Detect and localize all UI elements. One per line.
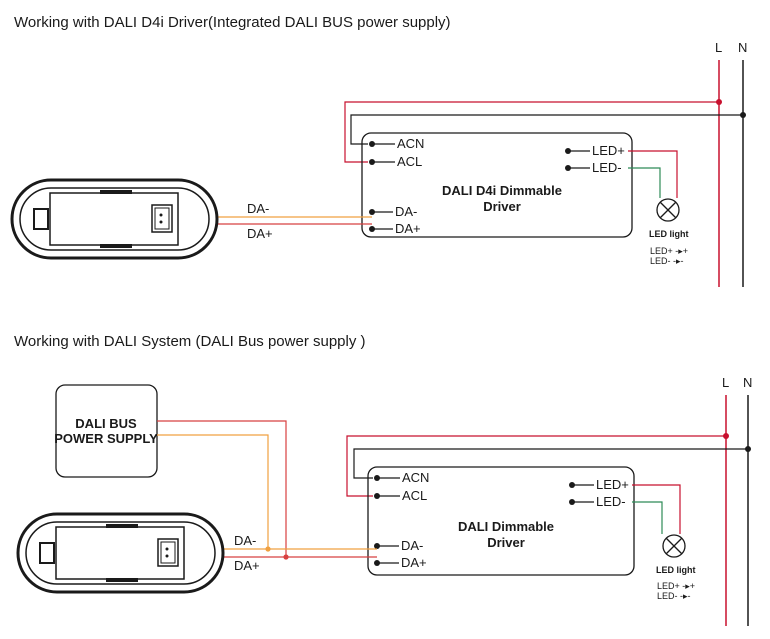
da-minus-label: DA- [401,538,423,553]
bus-power-supply-box [55,384,158,478]
led-plus-wire [628,150,678,198]
driver-name-line2: Driver [487,535,525,550]
mains-n-label: N [738,40,747,55]
driver-box [367,466,635,576]
wall-controller-icon [10,178,219,260]
wire-da-minus-label: DA- [247,201,269,216]
diagram-title: Working with DALI System (DALI Bus power… [14,333,366,350]
diagram-dali-system: Working with DALI System (DALI Bus power… [14,333,752,626]
bus-da-minus-wire [157,434,269,549]
mains-l-label: L [715,40,722,55]
l-junction [716,99,722,105]
led-lamp-icon [662,534,686,558]
acn-label: ACN [397,136,424,151]
led-minus-label: LED- [592,160,622,175]
led-legend-plus: LED+ -▸+ [657,581,695,591]
led-legend-minus: LED- -▸- [650,256,684,266]
da-plus-label: DA+ [401,555,427,570]
led-light-label: LED light [649,229,689,239]
da-plus-label: DA+ [395,221,421,236]
driver-box [361,132,633,238]
wire-da-plus-label: DA+ [247,226,273,241]
bus-power-supply-line2: POWER SUPPLY [54,431,158,446]
led-plus-label: LED+ [592,143,625,158]
mains-n-label: N [743,375,752,390]
da-minus-junction [265,546,271,552]
acn-wire [353,448,748,479]
bus-power-supply-line1: DALI BUS [75,416,137,431]
driver-name-line1: DALI Dimmable [458,519,554,534]
led-minus-wire [628,167,661,198]
led-light-label: LED light [656,565,696,575]
acl-wire [344,101,719,163]
acl-label: ACL [397,154,422,169]
acn-wire [350,114,743,145]
wire-da-minus-label: DA- [234,533,256,548]
wire-da-plus-label: DA+ [234,558,260,573]
driver-name-line1: DALI D4i Dimmable [442,183,562,198]
led-plus-label: LED+ [596,477,629,492]
acn-label: ACN [402,470,429,485]
da-minus-label: DA- [395,204,417,219]
led-minus-wire [632,501,663,534]
driver-name-line2: Driver [483,199,521,214]
wall-controller-icon [16,512,225,594]
n-junction [745,446,751,452]
da-plus-junction [283,554,289,560]
led-plus-wire [632,484,681,534]
l-junction [723,433,729,439]
led-minus-label: LED- [596,494,626,509]
bus-da-plus-wire [157,420,287,557]
mains-l-label: L [722,375,729,390]
diagram-title: Working with DALI D4i Driver(Integrated … [14,14,451,31]
diagram-d4i: Working with DALI D4i Driver(Integrated … [10,14,747,287]
led-legend-plus: LED+ -▸+ [650,246,688,256]
acl-wire [346,435,726,497]
acl-label: ACL [402,488,427,503]
n-junction [740,112,746,118]
led-lamp-icon [656,198,680,222]
led-legend-minus: LED- -▸- [657,591,691,601]
